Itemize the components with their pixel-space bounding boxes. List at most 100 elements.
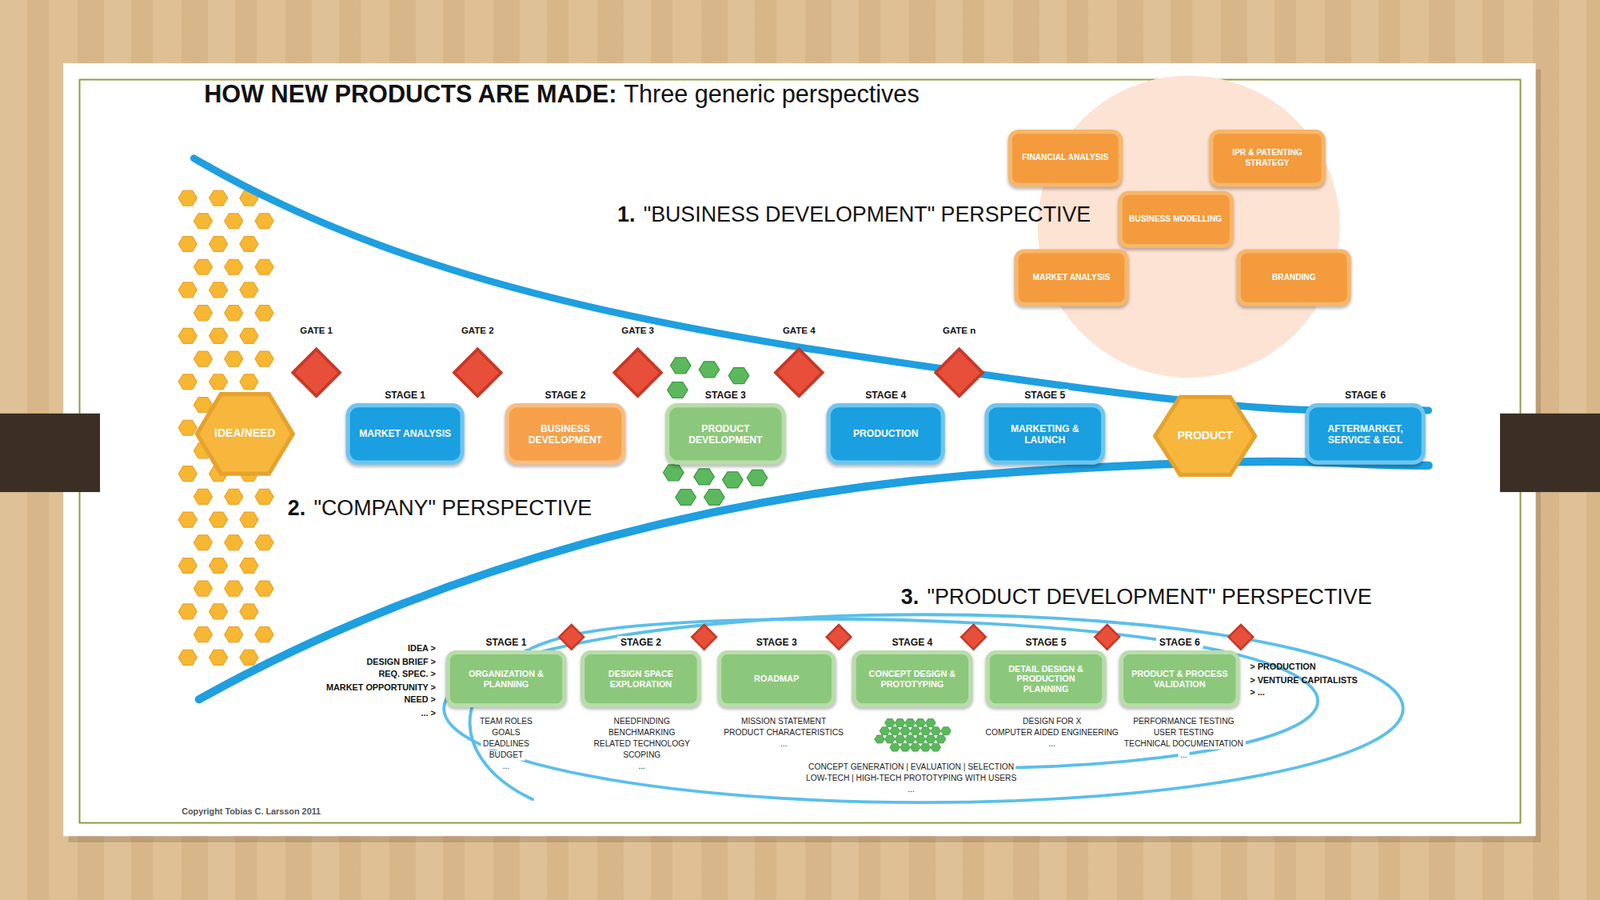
honeycomb-cell [224,259,244,275]
gate-diamond-small [1228,624,1253,650]
diamond-shape [773,347,825,399]
subtitle: Three generic perspectives [623,79,919,109]
box-label: IPR & PATENTING STRATEGY [1212,148,1321,168]
green-cell [728,367,750,384]
perspective-heading: 2."COMPANY" PERSPECTIVE [287,495,592,521]
stage-heading: STAGE 3 [753,635,801,648]
honeycomb-cell [193,580,212,596]
output-label: > VENTURE CAPITALISTS [1249,674,1358,685]
honeycomb-cell [255,488,274,504]
box-label: PRODUCT DEVELOPMENT [669,422,782,446]
honeycomb-cell [193,488,212,504]
honeycomb-cell [255,213,274,229]
business-box: MARKET ANALYSIS [1013,248,1129,306]
input-label: IDEA > [407,642,436,654]
green-cell [884,734,895,743]
card [63,63,1536,836]
honeycomb-cell [193,305,212,321]
honeycomb-cell [239,649,259,665]
green-cell [915,734,926,743]
honeycomb-cell [209,374,228,390]
activity-label: ... [905,784,918,795]
stage-heading: STAGE 2 [617,635,665,648]
tab [1500,413,1600,492]
green-cell [925,734,936,743]
spiral-line [470,618,1318,799]
green-cell [941,726,952,735]
green-cell [900,726,911,735]
output-label: > ... [1249,686,1265,698]
gate-label: GATE 3 [619,325,657,337]
activity-label: SCOPING [621,750,663,761]
activity-label: RELATED TECHNOLOGY [591,738,693,750]
hexagon-fill [196,394,293,475]
box-label: CONCEPT DESIGN & PROTOTYPING [856,668,969,690]
title-line: HOW NEW PRODUCTS ARE MADE:Three generic … [203,79,919,109]
box-label: BRANDING [1265,272,1322,283]
activity-label: ... [636,761,648,772]
honeycomb-cell [178,603,197,619]
green-cell [662,464,684,481]
hexagon: IDEA/NEED [193,384,296,483]
green-cell [884,718,895,727]
diamond-shape [451,347,503,399]
green-cell [879,726,890,735]
honeycomb-cell [209,190,228,206]
honeycomb-cell [239,327,259,344]
pd-stage-box: DETAIL DESIGN & PRODUCTION PLANNINGSTAGE… [985,650,1107,707]
honeycomb-cell [178,558,197,574]
box-label: ROADMAP [747,673,805,684]
box-label: PRODUCTION [846,427,925,440]
business-circle [1037,75,1341,378]
box-label: DETAIL DESIGN & PRODUCTION PLANNING [989,662,1102,695]
honeycomb-cell [178,327,197,344]
gate-diamond: GATE n [933,347,986,399]
activity-label: COMPUTER AIDED ENGINEERING [983,727,1121,739]
green-cell [894,734,906,743]
spiral-line [443,614,1404,802]
activity-label: TECHNICAL DOCUMENTATION [1121,738,1245,750]
business-box: FINANCIAL ANALYSIS [1008,129,1123,187]
green-cell [694,468,715,485]
stage-heading: STAGE 2 [542,388,590,401]
gate-diamond: GATE 3 [612,347,664,399]
activity-label: DEADLINES [480,738,531,750]
hexagon-label: IDEA/NEED [210,426,280,441]
diamond-fill [614,348,662,396]
activity-label: NEEDFINDING [611,716,672,727]
honeycomb-cell [224,305,244,321]
gate-diamond: GATE 1 [291,347,343,399]
gate-diamond: GATE 2 [451,347,503,399]
honeycomb-cell [224,626,244,643]
box-label: DESIGN SPACE EXPLORATION [584,668,697,690]
honeycomb-cell [209,603,228,619]
honeycomb-cell [178,419,197,435]
honeycomb-cell [239,236,259,252]
pd-stage-box: CONCEPT DESIGN & PROTOTYPINGSTAGE 4 [852,650,974,707]
honeycomb-cell [193,213,212,229]
perspective-heading: 1."BUSINESS DEVELOPMENT" PERSPECTIVE [617,202,1091,228]
perspective-number: 2. [287,495,306,521]
honeycomb-cell [209,236,228,252]
diamond-shape [291,347,343,399]
honeycomb-cell [209,558,228,574]
honeycomb-cell [178,466,197,482]
funnel-line [193,158,1429,411]
honeycomb-cell [239,282,259,298]
green-cell [925,718,936,727]
activity-label: LOW-TECH | HIGH-TECH PROTOTYPING WITH US… [803,773,1018,784]
honeycomb-cell [178,649,197,665]
honeycomb-cell [178,282,197,298]
honeycomb-cell [224,213,244,229]
stage-box: PRODUCT DEVELOPMENTSTAGE 3 [665,402,787,465]
perspective-name: "PRODUCT DEVELOPMENT" PERSPECTIVE [926,584,1372,610]
green-cell [909,726,921,735]
green-cell [670,357,691,374]
green-cell [909,742,921,751]
honeycomb-cell [193,534,212,551]
stage-heading: STAGE 6 [1341,388,1389,401]
green-cell [935,734,946,743]
stage-heading: STAGE 5 [1021,388,1069,401]
green-cell [746,469,768,486]
gate-diamond-small [826,624,852,650]
